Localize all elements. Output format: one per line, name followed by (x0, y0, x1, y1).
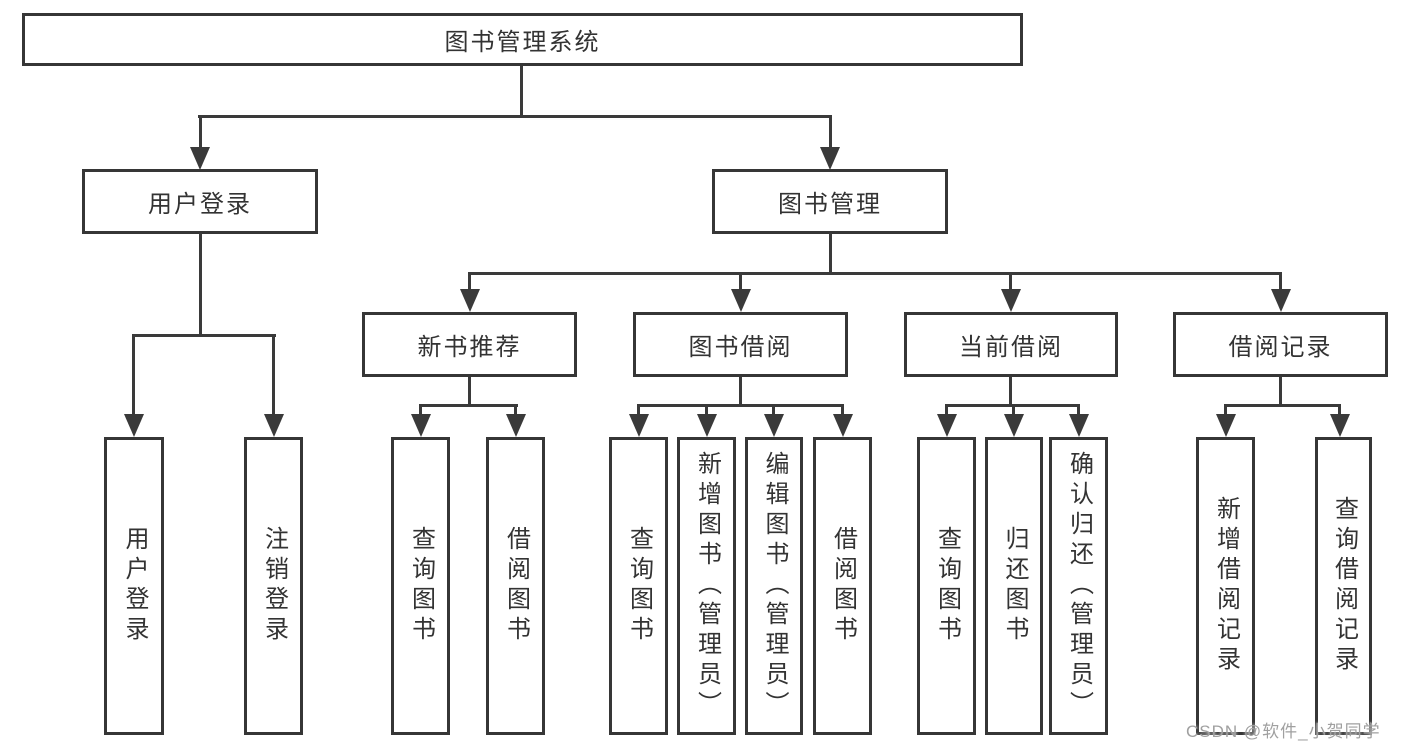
leaf-nb-borrow-books: 借阅图书 (486, 437, 545, 735)
connector-current-borrow-stem (1009, 377, 1012, 407)
arrow-line-br-query (1338, 404, 1341, 416)
connector-borrow-record-stem (1279, 377, 1282, 407)
arrow-head-nb-borrow (506, 414, 526, 437)
arrow-head-user-login (190, 147, 210, 170)
connector-new-book-rec-stem (468, 377, 471, 407)
node-borrow-record-label: 借阅记录 (1228, 334, 1333, 361)
leaf-bb-query-books-label: 查询图书 (625, 526, 653, 646)
leaf-br-add-record-label: 新增借阅记录 (1212, 496, 1240, 676)
connector-user-login-stem (199, 233, 202, 337)
node-new-book-rec: 新书推荐 (362, 312, 577, 377)
arrow-head-nb-query (411, 414, 431, 437)
arrow-head-br-query (1330, 414, 1350, 437)
arrow-line-user-login (199, 115, 202, 149)
arrow-head-bb-borrow (833, 414, 853, 437)
arrow-line-bb-add (705, 404, 708, 416)
arrow-head-bb-query (629, 414, 649, 437)
leaf-bb-borrow-books-label: 借阅图书 (829, 526, 857, 646)
connector-book-mgmt-stem (829, 233, 832, 275)
leaf-br-add-record: 新增借阅记录 (1196, 437, 1255, 735)
connector-root-stem (520, 66, 523, 117)
arrow-head-borrow-record (1271, 289, 1291, 312)
arrow-line-current-borrow (1009, 272, 1012, 291)
leaf-cb-query-books-label: 查询图书 (933, 526, 961, 646)
arrow-head-cb-confirm (1069, 414, 1089, 437)
arrow-line-bb-borrow (841, 404, 844, 416)
leaf-br-query-record: 查询借阅记录 (1315, 437, 1372, 735)
connector-book-borrow-bus (637, 404, 844, 407)
leaf-bb-borrow-books: 借阅图书 (813, 437, 872, 735)
connector-level2-bus (198, 115, 832, 118)
leaf-user-login-label: 用户登录 (121, 526, 148, 646)
arrow-head-bb-add (697, 414, 717, 437)
connector-book-borrow-stem (739, 377, 742, 407)
leaf-user-login: 用户登录 (104, 437, 164, 735)
node-book-mgmt-label: 图书管理 (778, 191, 882, 218)
connector-new-book-rec-bus (419, 404, 518, 407)
leaf-bb-query-books: 查询图书 (609, 437, 668, 735)
arrow-head-br-add (1216, 414, 1236, 437)
leaf-cb-query-books: 查询图书 (917, 437, 976, 735)
leaf-cb-return-books-label: 归还图书 (1001, 526, 1028, 646)
arrow-line-cb-confirm (1077, 404, 1080, 416)
arrow-head-current-borrow (1001, 289, 1021, 312)
leaf-nb-query-books: 查询图书 (391, 437, 450, 735)
leaf-cb-confirm-return-admin: 确认归还（管理员） (1049, 437, 1108, 735)
leaf-bb-edit-books-admin: 编辑图书（管理员） (745, 437, 803, 735)
arrow-head-book-mgmt (820, 147, 840, 170)
node-current-borrow-label: 当前借阅 (959, 334, 1063, 361)
node-current-borrow: 当前借阅 (904, 312, 1118, 377)
connector-user-login-bus (132, 334, 276, 337)
node-book-borrow: 图书借阅 (633, 312, 848, 377)
arrow-line-borrow-record (1279, 272, 1282, 291)
node-root-label: 图书管理系统 (444, 29, 601, 56)
leaf-nb-query-books-label: 查询图书 (407, 526, 435, 646)
node-book-borrow-label: 图书借阅 (688, 334, 793, 361)
arrow-line-book-borrow (739, 272, 742, 291)
connector-level3-bus (468, 272, 1282, 275)
leaf-nb-borrow-books-label: 借阅图书 (502, 526, 530, 646)
arrow-line-nb-borrow (514, 404, 517, 416)
arrow-line-bb-edit (772, 404, 775, 416)
arrow-head-bb-edit (764, 414, 784, 437)
arrow-line-leaf-user-login (132, 334, 135, 414)
node-new-book-rec-label: 新书推荐 (417, 334, 522, 361)
arrow-line-book-mgmt (829, 115, 832, 149)
arrow-head-leaf-user-login (124, 414, 144, 437)
node-user-login-label: 用户登录 (148, 191, 252, 218)
node-user-login: 用户登录 (82, 169, 318, 234)
arrow-head-book-borrow (731, 289, 751, 312)
arrow-line-br-add (1224, 404, 1227, 416)
node-borrow-record: 借阅记录 (1173, 312, 1388, 377)
connector-borrow-record-bus (1224, 404, 1341, 407)
arrow-line-new-book-rec (468, 272, 471, 291)
node-root: 图书管理系统 (22, 13, 1023, 66)
leaf-logout: 注销登录 (244, 437, 303, 735)
arrow-line-nb-query (419, 404, 422, 416)
arrow-line-leaf-logout (272, 334, 275, 414)
arrow-line-bb-query (637, 404, 640, 416)
leaf-bb-add-books-admin: 新增图书（管理员） (677, 437, 736, 735)
csdn-watermark: CSDN @软件_小贺同学 (1186, 722, 1381, 741)
leaf-br-query-record-label: 查询借阅记录 (1330, 496, 1358, 676)
leaf-cb-confirm-return-admin-label: 确认归还（管理员） (1065, 451, 1093, 721)
leaf-bb-add-books-admin-label: 新增图书（管理员） (693, 451, 721, 721)
leaf-cb-return-books: 归还图书 (985, 437, 1043, 735)
arrow-head-new-book-rec (460, 289, 480, 312)
leaf-bb-edit-books-admin-label: 编辑图书（管理员） (761, 451, 788, 721)
node-book-mgmt: 图书管理 (712, 169, 948, 234)
leaf-logout-label: 注销登录 (260, 526, 288, 646)
arrow-line-cb-query (945, 404, 948, 416)
arrow-head-cb-return (1004, 414, 1024, 437)
arrow-line-cb-return (1012, 404, 1015, 416)
arrow-head-leaf-logout (264, 414, 284, 437)
arrow-head-cb-query (937, 414, 957, 437)
